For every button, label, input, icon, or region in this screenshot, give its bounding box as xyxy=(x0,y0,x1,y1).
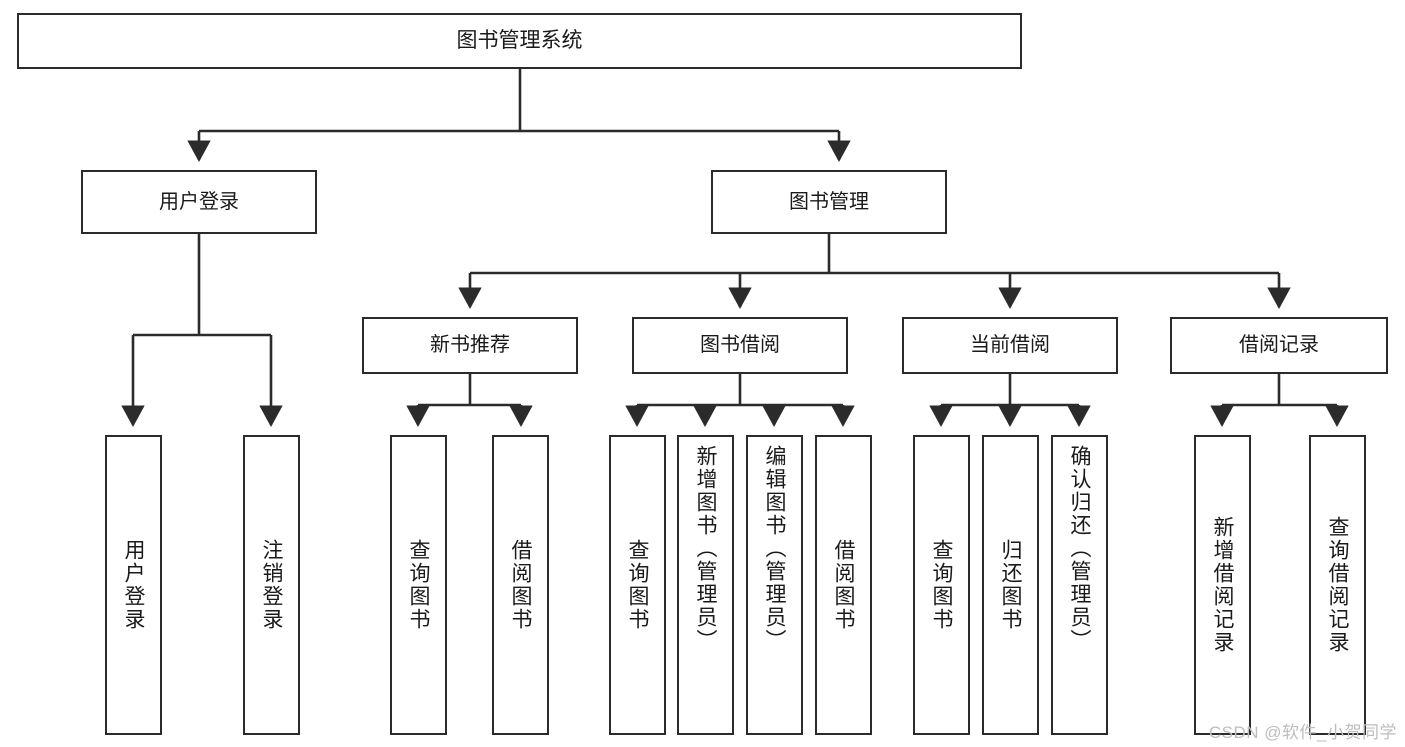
node-book-management[interactable]: 图书管理 xyxy=(711,170,947,234)
watermark-text: CSDN @软件_小贺同学 xyxy=(1208,723,1397,742)
node-label: 新增借阅记录 xyxy=(1211,516,1234,654)
node-label: 图书管理 xyxy=(789,190,869,213)
node-label: 借阅图书 xyxy=(832,539,855,631)
leaf-book-borrow-query[interactable]: 查询图书 xyxy=(609,435,666,735)
node-root-system[interactable]: 图书管理系统 xyxy=(17,13,1022,69)
node-label: 查询借阅记录 xyxy=(1326,516,1349,654)
node-label: 查询图书 xyxy=(407,539,430,631)
node-label: 查询图书 xyxy=(930,539,953,631)
node-label: 当前借阅 xyxy=(970,334,1050,357)
node-label: 借阅记录 xyxy=(1239,334,1319,357)
node-label: 图书借阅 xyxy=(700,334,780,357)
leaf-new-book-query[interactable]: 查询图书 xyxy=(390,435,447,735)
node-new-book-recommend[interactable]: 新书推荐 xyxy=(362,317,578,374)
leaf-book-borrow-add[interactable]: 新增图书（管理员） xyxy=(677,435,734,735)
leaf-current-borrow-query[interactable]: 查询图书 xyxy=(913,435,970,735)
leaf-user-login-logout[interactable]: 注销登录 xyxy=(243,435,300,735)
leaf-borrow-record-query[interactable]: 查询借阅记录 xyxy=(1309,435,1366,735)
leaf-borrow-record-add[interactable]: 新增借阅记录 xyxy=(1194,435,1251,735)
node-label: 确认归还（管理员） xyxy=(1068,445,1091,652)
node-label: 借阅图书 xyxy=(509,539,532,631)
node-label: 查询图书 xyxy=(626,539,649,631)
leaf-user-login-login[interactable]: 用户登录 xyxy=(105,435,162,735)
node-book-borrow[interactable]: 图书借阅 xyxy=(632,317,848,374)
node-label: 注销登录 xyxy=(260,539,283,631)
node-label: 新增图书（管理员） xyxy=(694,445,717,652)
node-current-borrow[interactable]: 当前借阅 xyxy=(902,317,1118,374)
leaf-book-borrow-edit[interactable]: 编辑图书（管理员） xyxy=(746,435,803,735)
node-label: 用户登录 xyxy=(159,190,239,213)
node-borrow-record[interactable]: 借阅记录 xyxy=(1170,317,1388,374)
node-label: 新书推荐 xyxy=(430,334,510,357)
leaf-book-borrow-borrow[interactable]: 借阅图书 xyxy=(815,435,872,735)
node-label: 归还图书 xyxy=(999,539,1022,631)
leaf-current-borrow-confirm-return[interactable]: 确认归还（管理员） xyxy=(1051,435,1108,735)
node-user-login[interactable]: 用户登录 xyxy=(81,170,317,234)
leaf-current-borrow-return[interactable]: 归还图书 xyxy=(982,435,1039,735)
node-label: 编辑图书（管理员） xyxy=(763,445,786,652)
node-label: 用户登录 xyxy=(122,539,145,631)
node-label: 图书管理系统 xyxy=(456,29,583,53)
leaf-new-book-borrow[interactable]: 借阅图书 xyxy=(492,435,549,735)
